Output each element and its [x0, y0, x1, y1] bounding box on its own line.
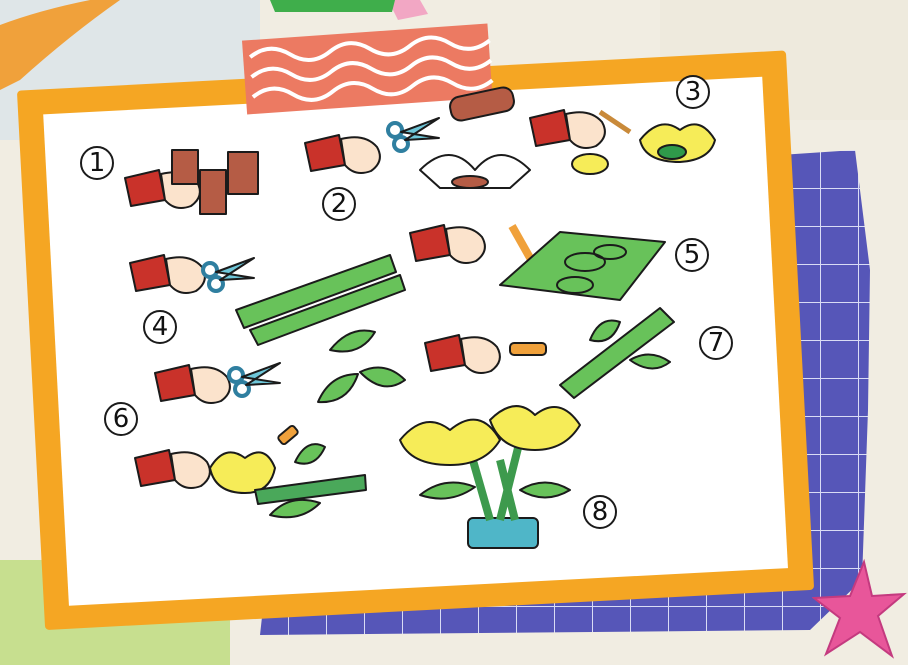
- step-number-badge: 8: [584, 496, 616, 528]
- step-6b-illustration: [135, 425, 366, 518]
- step-8-illustration: [400, 406, 580, 548]
- step-2-illustration: [305, 86, 530, 188]
- step-number-badge: 6: [105, 403, 137, 435]
- step-number-badge: 4: [144, 311, 176, 343]
- step-number: 1: [89, 148, 106, 178]
- step-number: 2: [331, 189, 348, 219]
- step-number: 5: [684, 240, 701, 270]
- step-number: 7: [708, 328, 725, 358]
- step-number-badge: 1: [81, 147, 113, 179]
- step-5-illustration: [410, 225, 665, 300]
- step-number: 3: [685, 77, 702, 107]
- step-number-badge: 5: [676, 239, 708, 271]
- step-number-badge: 2: [323, 188, 355, 220]
- step-number-badge: 3: [677, 76, 709, 108]
- step-1-illustration: [125, 150, 258, 214]
- step-number: 4: [152, 312, 169, 342]
- step-number: 8: [592, 497, 609, 527]
- step-7-illustration: [425, 308, 674, 398]
- step-number: 6: [113, 404, 130, 434]
- step-3-illustration: [530, 110, 715, 174]
- step-6-illustration: [155, 330, 405, 403]
- step-number-badge: 7: [700, 327, 732, 359]
